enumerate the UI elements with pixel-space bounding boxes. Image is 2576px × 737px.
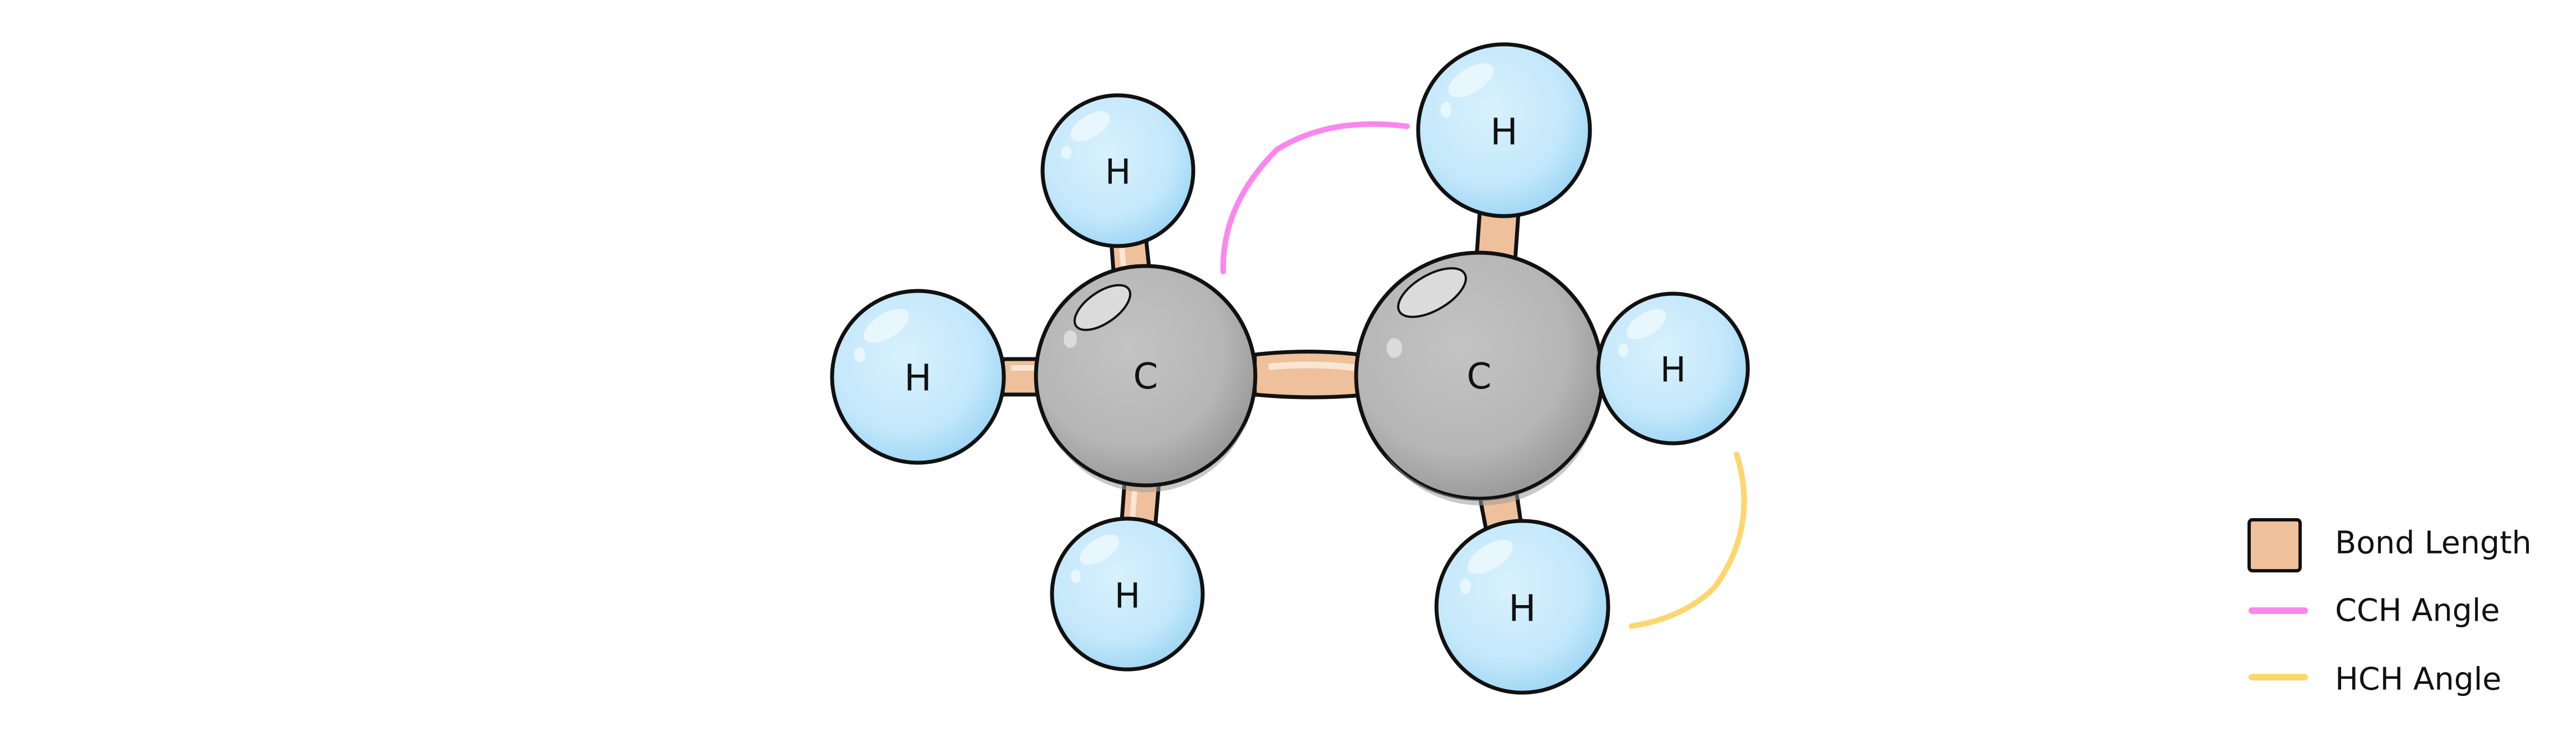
hydrogen-label: H — [904, 357, 932, 400]
hch-angle-arc — [1629, 452, 1747, 629]
legend-item-hch-angle: HCH Angle — [2249, 662, 2501, 698]
hydrogen-label: H — [1508, 587, 1536, 630]
hydrogen-atom-top-left: H — [1040, 93, 1195, 248]
hydrogen-label: H — [1660, 350, 1686, 390]
hydrogen-atom-bottom-right: H — [1434, 519, 1610, 695]
bond-c-c — [1253, 349, 1371, 400]
carbon-label: C — [1467, 356, 1492, 397]
legend-item-bond-length: Bond Length — [2247, 518, 2532, 572]
hydrogen-label: H — [1105, 152, 1131, 192]
legend-label-cch-angle: CCH Angle — [2335, 593, 2500, 629]
legend-label-hch-angle: HCH Angle — [2335, 662, 2501, 698]
carbon-atom-left: C — [1034, 264, 1258, 493]
hydrogen-label: H — [1490, 111, 1518, 153]
hydrogen-atom-top-right: H — [1416, 42, 1592, 218]
hydrogen-label: H — [1115, 576, 1141, 616]
legend-label-bond-length: Bond Length — [2335, 525, 2532, 561]
hydrogen-atom-bottom-left: H — [1050, 516, 1205, 672]
legend-item-cch-angle: CCH Angle — [2249, 593, 2500, 629]
hydrogen-atom-right: H — [1596, 291, 1750, 446]
carbon-atom-right: C — [1354, 250, 1604, 506]
bond-length-swatch — [2247, 518, 2302, 572]
legend: Bond Length CCH Angle HCH Angle — [2247, 518, 2532, 698]
hydrogen-atom-left: H — [830, 289, 1006, 465]
carbon-label: C — [1133, 356, 1158, 397]
cch-angle-arc — [1220, 121, 1410, 274]
